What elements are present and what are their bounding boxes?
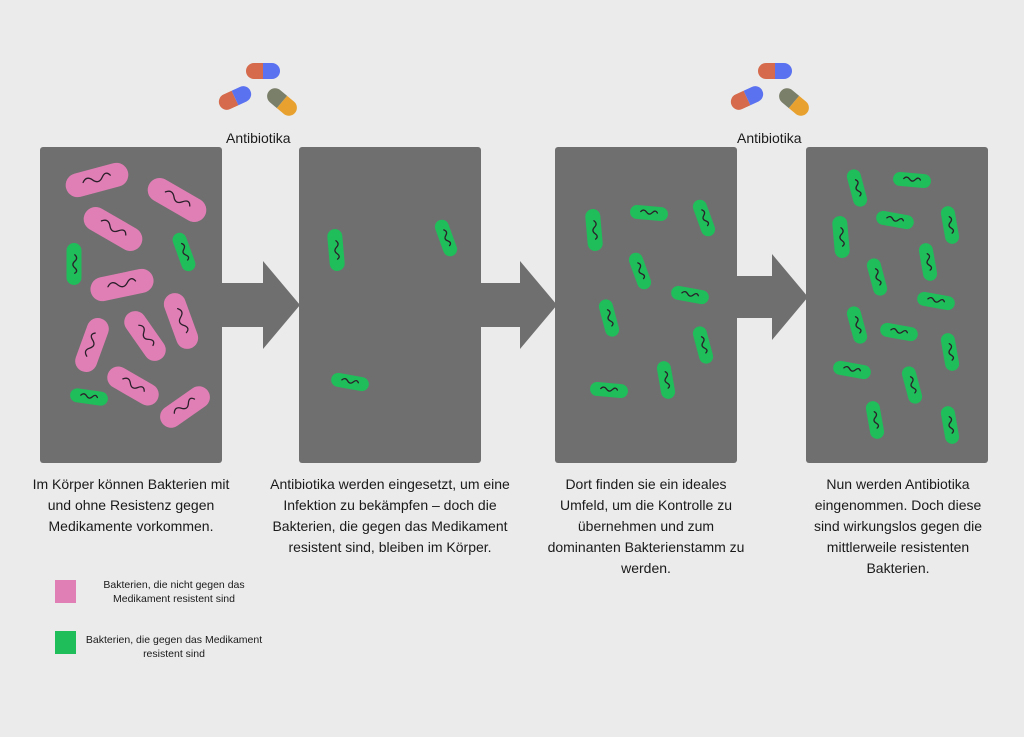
bacterium-resistant — [598, 299, 620, 337]
bacterium-resistant — [940, 206, 960, 244]
bacterium-resistant — [833, 360, 871, 380]
bacterium-non-resistant — [90, 268, 154, 302]
panel-1 — [40, 147, 222, 463]
legend-swatch-resistant — [55, 631, 76, 654]
bacterium-resistant — [671, 285, 709, 305]
bacterium-resistant — [692, 326, 714, 364]
bacterium-non-resistant — [124, 311, 166, 361]
bacterium-non-resistant — [147, 178, 207, 222]
bacterium-resistant — [917, 291, 955, 311]
caption-step-2: Antibiotika werden eingesetzt, um eine I… — [270, 476, 510, 555]
panel-2 — [299, 147, 481, 463]
bacterium-resistant — [327, 229, 345, 271]
antibiotics-label-2: Antibiotika — [737, 130, 802, 146]
bacterium-non-resistant — [65, 162, 129, 198]
bacterium-non-resistant — [160, 386, 210, 428]
arrow-3-4 — [737, 254, 808, 340]
arrow-2-3 — [481, 261, 557, 349]
bacterium-resistant — [172, 232, 196, 272]
bacterium-non-resistant — [163, 293, 199, 349]
bacterium-resistant — [630, 204, 668, 222]
bacterium-non-resistant — [75, 318, 109, 372]
panel-3 — [555, 147, 737, 463]
legend-label-resistant: Bakterien, die gegen das Medikament resi… — [85, 634, 263, 660]
bacterium-resistant — [846, 306, 868, 344]
caption-step-1: Im Körper können Bakterien mit und ohne … — [32, 476, 230, 534]
bacterium-resistant — [590, 381, 628, 399]
bacterium-resistant — [434, 219, 458, 257]
antibiotics-label-1: Antibiotika — [226, 130, 291, 146]
legend-swatch-non-resistant — [55, 580, 76, 603]
bacterium-resistant — [70, 388, 108, 406]
bacterium-resistant — [66, 243, 82, 285]
bacterium-resistant — [585, 209, 603, 251]
bacterium-resistant — [876, 210, 914, 230]
caption-step-3: Dort finden sie ein ideales Umfeld, um d… — [547, 476, 745, 576]
bacterium-resistant — [846, 169, 868, 207]
pill-icon — [267, 88, 297, 116]
panel-4 — [806, 147, 988, 463]
bacterium-resistant — [331, 372, 369, 392]
bacterium-resistant — [692, 199, 716, 237]
bacterium-resistant — [832, 216, 850, 258]
bacterium-resistant — [893, 171, 931, 189]
caption-step-4: Nun werden Antibiotika eingenommen. Doch… — [813, 476, 983, 576]
pill-icon — [246, 63, 280, 79]
legend-label-non-resistant: Bakterien, die nicht gegen das Medikamen… — [103, 579, 245, 605]
bacterium-non-resistant — [83, 207, 143, 251]
bacterium-resistant — [901, 366, 923, 404]
pill-icon — [730, 86, 764, 110]
pill-icon — [218, 86, 252, 110]
pill-icon — [779, 88, 809, 116]
arrow-1-2 — [221, 261, 300, 349]
bacterium-resistant — [880, 322, 918, 342]
bacterium-resistant — [656, 361, 676, 399]
bacterium-resistant — [628, 252, 652, 290]
bacterium-resistant — [918, 243, 938, 281]
bacterium-resistant — [940, 333, 960, 371]
bacterium-resistant — [865, 401, 885, 439]
bacterium-resistant — [940, 406, 960, 444]
bacterium-non-resistant — [107, 366, 159, 406]
bacterium-resistant — [866, 258, 888, 296]
pill-icon — [758, 63, 792, 79]
